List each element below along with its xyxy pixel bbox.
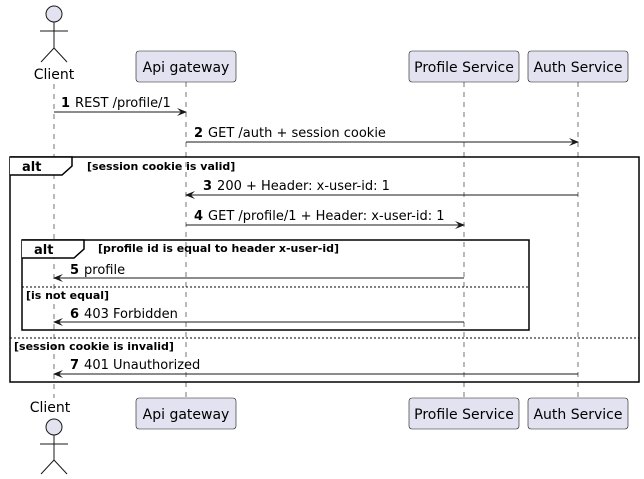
- alt-guard-outer: [session cookie is valid]: [87, 160, 235, 173]
- participant-label-api-gateway: Api gateway: [143, 60, 230, 76]
- actor-client-top: Client: [34, 5, 75, 83]
- participant-label-client-bottom: Client: [30, 400, 71, 416]
- participant-auth-service-bottom: Auth Service: [527, 397, 629, 430]
- message-number: 4: [194, 209, 203, 224]
- participant-label-auth-service-bottom: Auth Service: [533, 407, 622, 423]
- actor-client-bottom: Client: [30, 400, 71, 475]
- alt-fragment-outer: alt [session cookie is valid] [session c…: [9, 156, 640, 383]
- participant-label-auth-service: Auth Service: [533, 60, 622, 76]
- message-4: 4 GET /profile/1 + Header: x-user-id: 1: [186, 209, 465, 229]
- message-1: 1 REST /profile/1: [54, 96, 187, 116]
- message-label: 401 Unauthorized: [84, 358, 200, 373]
- message-number: 6: [70, 307, 79, 322]
- messages: 1 REST /profile/1 2 GET /auth + session co…: [53, 96, 579, 378]
- lifelines: [53, 82, 579, 398]
- alt-keyword-inner: alt: [34, 243, 53, 258]
- message-2: 2 GET /auth + session cookie: [186, 126, 579, 146]
- actor-head-icon: [45, 418, 63, 436]
- alt-else-guard-inner: [is not equal]: [26, 289, 109, 302]
- message-label: profile: [84, 263, 125, 278]
- participants-top: Client Api gateway Profile Service Auth …: [34, 5, 629, 83]
- participant-label-client: Client: [34, 67, 75, 83]
- participant-profile-service-top: Profile Service: [408, 50, 520, 83]
- message-number: 2: [194, 126, 203, 141]
- message-7: 7 401 Unauthorized: [53, 358, 578, 378]
- alt-fragment-inner: alt [profile id is equal to header x-use…: [21, 239, 530, 331]
- participant-label-api-gateway-bottom: Api gateway: [143, 407, 230, 423]
- message-number: 3: [203, 179, 212, 194]
- message-number: 1: [61, 96, 70, 111]
- alt-guard-inner: [profile id is equal to header x-user-id…: [98, 242, 339, 255]
- participant-label-profile-service: Profile Service: [414, 60, 514, 76]
- message-number: 7: [70, 358, 79, 373]
- participants-bottom: Client Api gateway Profile Service Auth …: [30, 397, 629, 475]
- alt-keyword-outer: alt: [22, 160, 41, 175]
- alt-else-guard-outer: [session cookie is invalid]: [14, 340, 174, 353]
- message-5: 5 profile: [53, 263, 464, 282]
- message-3: 3 200 + Header: x-user-id: 1: [185, 179, 578, 199]
- participant-label-profile-service-bottom: Profile Service: [414, 407, 514, 423]
- participant-api-gateway-top: Api gateway: [135, 50, 237, 83]
- message-label: 200 + Header: x-user-id: 1: [217, 179, 390, 194]
- participant-api-gateway-bottom: Api gateway: [135, 397, 237, 430]
- participant-profile-service-bottom: Profile Service: [408, 397, 520, 430]
- participant-auth-service-top: Auth Service: [527, 50, 629, 83]
- message-label: GET /auth + session cookie: [208, 126, 386, 141]
- message-label: 403 Forbidden: [84, 307, 178, 322]
- message-6: 6 403 Forbidden: [53, 307, 464, 326]
- message-number: 5: [70, 263, 79, 278]
- actor-head-icon: [45, 5, 63, 23]
- message-label: GET /profile/1 + Header: x-user-id: 1: [208, 209, 444, 224]
- message-label: REST /profile/1: [75, 96, 171, 111]
